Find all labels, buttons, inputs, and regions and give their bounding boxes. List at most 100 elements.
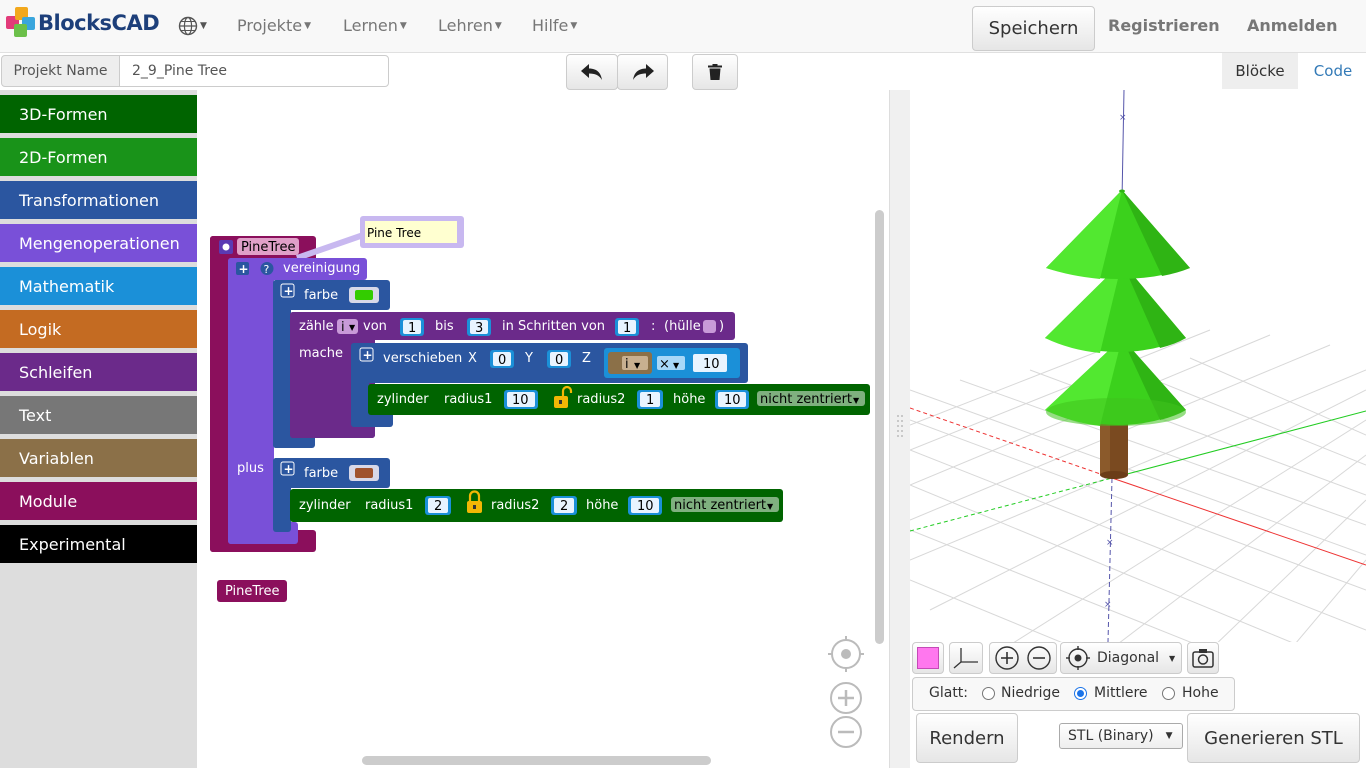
category-experimental[interactable]: Experimental xyxy=(0,525,197,563)
category-2d-shapes[interactable]: 2D-Formen xyxy=(0,138,197,176)
delete-button[interactable] xyxy=(692,54,738,90)
z-multiplier-value[interactable]: 10 xyxy=(703,357,720,372)
view-selector[interactable]: Diagonal ▼ xyxy=(1060,642,1182,674)
project-name-label: Projekt Name xyxy=(1,55,120,87)
count-loop-block[interactable]: zähle i ▼ von 1 bis 3 in Schritten von 1… xyxy=(290,312,735,438)
redo-button[interactable] xyxy=(617,54,668,90)
color-swatch-green[interactable] xyxy=(355,290,373,300)
zoom-in-icon[interactable] xyxy=(830,682,862,714)
svg-text:Z: Z xyxy=(582,351,591,366)
color-swatch-pink xyxy=(917,647,939,669)
category-3d-shapes[interactable]: 3D-Formen xyxy=(0,95,197,133)
lock-open-icon[interactable] xyxy=(554,385,573,408)
save-button[interactable]: Speichern xyxy=(972,6,1095,51)
tab-code[interactable]: Code xyxy=(1313,62,1353,80)
smooth-medium-radio[interactable] xyxy=(1074,687,1087,700)
category-set-operations[interactable]: Mengenoperationen xyxy=(0,224,197,262)
3d-viewer[interactable]: × × × xyxy=(910,90,1366,642)
generate-stl-button[interactable]: Generieren STL xyxy=(1187,713,1360,763)
project-toolbar: Projekt Name 2_9_Pine Tree Blöcke Code xyxy=(0,53,1366,90)
category-math[interactable]: Mathematik xyxy=(0,267,197,305)
cyl2-radius2-value[interactable]: 2 xyxy=(560,499,568,514)
undo-button[interactable] xyxy=(566,54,618,90)
cyl1-radius2-value[interactable]: 1 xyxy=(646,393,654,408)
cyl1-center-dropdown[interactable]: nicht zentriert xyxy=(760,392,852,407)
trash-icon xyxy=(708,64,722,80)
language-selector[interactable]: ▼ xyxy=(178,16,207,36)
cyl1-radius1-value[interactable]: 10 xyxy=(512,393,529,408)
translate-block[interactable]: + verschieben X 0 Y 0 Z i ▼ × ▼ 10 xyxy=(351,343,748,427)
translate-y-value[interactable]: 0 xyxy=(555,353,563,368)
color-picker-button[interactable] xyxy=(912,642,944,674)
cyl2-radius1-value[interactable]: 2 xyxy=(434,499,442,514)
tab-blocks[interactable]: Blöcke xyxy=(1222,53,1298,89)
menu-projekte[interactable]: Projekte▼ xyxy=(237,16,311,35)
operator-dropdown[interactable]: × xyxy=(659,357,670,372)
lock-closed-icon[interactable] xyxy=(467,490,482,514)
color-block-brown[interactable]: + farbe xyxy=(273,458,390,532)
svg-text:(hülle: (hülle xyxy=(664,319,701,334)
login-link[interactable]: Anmelden xyxy=(1247,16,1338,35)
screenshot-button[interactable] xyxy=(1187,642,1219,674)
z-axis-negative xyxy=(1107,477,1113,642)
svg-text:in Schritten von: in Schritten von xyxy=(502,319,605,334)
loop-from-value[interactable]: 1 xyxy=(408,321,416,336)
chevron-down-icon: ▼ xyxy=(399,20,407,31)
category-modules[interactable]: Module xyxy=(0,482,197,520)
category-text[interactable]: Text xyxy=(0,396,197,434)
cylinder-block-canopy[interactable]: zylinder radius1 10 radius2 1 höhe 10 ni… xyxy=(368,384,870,415)
module-call-label: PineTree xyxy=(225,584,280,599)
loop-to-value[interactable]: 3 xyxy=(475,321,483,336)
svg-text:zylinder: zylinder xyxy=(299,498,351,513)
pane-splitter[interactable] xyxy=(889,90,910,768)
z-variable-dropdown[interactable]: i xyxy=(625,357,629,372)
redo-icon xyxy=(632,64,654,80)
module-call-block[interactable]: PineTree xyxy=(217,580,287,602)
logo-text: BlocksCAD xyxy=(38,11,160,35)
tree-canopy-model xyxy=(1045,189,1190,426)
category-transformations[interactable]: Transformationen xyxy=(0,181,197,219)
loop-step-value[interactable]: 1 xyxy=(623,321,631,336)
workspace-horizontal-scrollbar[interactable] xyxy=(362,756,711,765)
axes-toggle-button[interactable] xyxy=(949,642,983,674)
color-swatch-brown[interactable] xyxy=(355,468,373,478)
menu-lernen[interactable]: Lernen▼ xyxy=(343,16,407,35)
hull-checkbox[interactable] xyxy=(703,320,716,333)
cyl2-center-dropdown[interactable]: nicht zentriert xyxy=(674,498,766,513)
color-block-green[interactable]: + farbe xyxy=(273,280,390,448)
cyl2-height-value[interactable]: 10 xyxy=(637,499,654,514)
viewer-zoom-out-icon[interactable] xyxy=(1026,645,1052,671)
viewer-zoom-in-icon[interactable] xyxy=(994,645,1020,671)
workspace-vertical-scrollbar[interactable] xyxy=(875,210,884,644)
export-format-select[interactable]: STL (Binary) ▼ xyxy=(1059,723,1183,749)
render-button[interactable]: Rendern xyxy=(916,713,1018,763)
register-link[interactable]: Registrieren xyxy=(1108,16,1220,35)
category-logic[interactable]: Logik xyxy=(0,310,197,348)
translate-x-value[interactable]: 0 xyxy=(498,353,506,368)
category-loops[interactable]: Schleifen xyxy=(0,353,197,391)
project-name-input[interactable]: 2_9_Pine Tree xyxy=(119,55,389,87)
menu-hilfe[interactable]: Hilfe▼ xyxy=(532,16,578,35)
module-name-field[interactable]: PineTree xyxy=(241,240,296,255)
comment-bubble[interactable]: Pine Tree xyxy=(360,216,464,248)
category-variables[interactable]: Variablen xyxy=(0,439,197,477)
logo-cubes-icon xyxy=(6,7,36,39)
union-plus-label: plus xyxy=(237,461,264,476)
svg-text:+: + xyxy=(284,462,294,476)
loop-variable-dropdown[interactable]: i xyxy=(341,320,345,335)
globe-icon xyxy=(178,16,198,36)
smooth-low-radio[interactable] xyxy=(982,687,995,700)
svg-text:X: X xyxy=(468,351,477,366)
cylinder-block-trunk[interactable]: zylinder radius1 2 radius2 2 höhe 10 nic… xyxy=(290,489,783,522)
blocks-workspace[interactable]: PineTree Pine Tree + ? vereinigung plus xyxy=(197,90,889,768)
svg-text:mache: mache xyxy=(299,346,343,361)
smooth-high-radio[interactable] xyxy=(1162,687,1175,700)
drag-handle-icon xyxy=(897,415,903,437)
top-navbar: BlocksCAD ▼ Projekte▼ Lernen▼ Lehren▼ Hi… xyxy=(0,0,1366,53)
recenter-icon[interactable] xyxy=(828,636,864,672)
menu-lehren[interactable]: Lehren▼ xyxy=(438,16,502,35)
cyl1-height-value[interactable]: 10 xyxy=(724,393,741,408)
logo[interactable]: BlocksCAD xyxy=(6,7,160,39)
undo-icon xyxy=(581,64,602,80)
zoom-out-icon[interactable] xyxy=(830,716,862,748)
